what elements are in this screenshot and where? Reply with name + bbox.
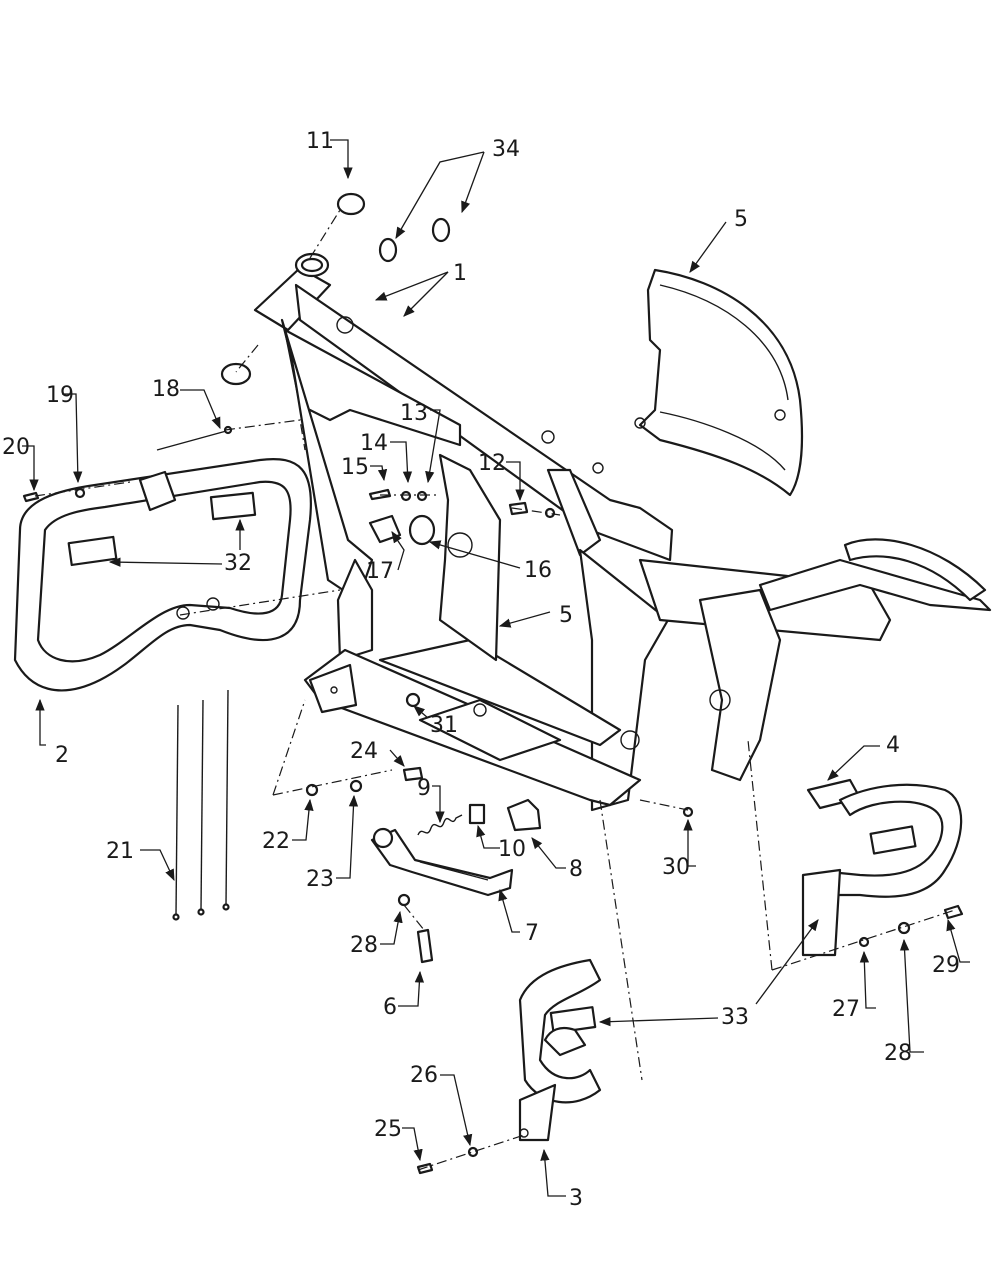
spring <box>417 814 463 836</box>
jiffy-stand <box>370 827 514 897</box>
bearing-race-lower <box>220 362 252 386</box>
callout-5-upper: 5 <box>734 207 748 232</box>
callout-25: 25 <box>374 1117 402 1142</box>
stand-bracket <box>506 798 542 832</box>
callout-18: 18 <box>152 377 180 402</box>
callout-17: 17 <box>366 559 394 584</box>
callout-20: 20 <box>2 435 30 460</box>
callout-6: 6 <box>383 995 397 1020</box>
callout-32: 32 <box>224 551 252 576</box>
callout-14: 14 <box>360 431 388 456</box>
hardware <box>22 192 964 1175</box>
callout-29: 29 <box>932 953 960 978</box>
callout-21: 21 <box>106 839 134 864</box>
leaders <box>22 139 970 1197</box>
callout-1: 1 <box>453 261 467 286</box>
nut-28 <box>397 893 411 907</box>
bolt-20 <box>22 491 40 503</box>
crash-bar-rear-left <box>518 958 602 1142</box>
main-frame <box>253 252 992 812</box>
callout-8: 8 <box>569 857 583 882</box>
rubber-31 <box>405 692 421 708</box>
rod-18 <box>156 429 231 451</box>
bearing-race-upper <box>336 192 366 216</box>
grommet-16 <box>408 514 436 546</box>
crash-bar-right <box>801 778 963 957</box>
grommet-34a <box>378 237 398 263</box>
callout-10: 10 <box>498 837 526 862</box>
callout-3: 3 <box>569 1186 583 1211</box>
callout-23: 23 <box>306 867 334 892</box>
callout-12: 12 <box>478 451 506 476</box>
grommet-34b <box>431 217 451 243</box>
callout-22: 22 <box>262 829 290 854</box>
callout-13: 13 <box>400 401 428 426</box>
callout-labels: 11 34 1 5 18 19 20 13 14 15 12 16 17 5 3… <box>2 129 960 1211</box>
washer-27 <box>858 936 870 948</box>
callout-30: 30 <box>662 855 690 880</box>
crash-bar-front-left <box>13 458 312 692</box>
washer-26 <box>467 1146 479 1158</box>
bolt-24 <box>402 766 424 782</box>
side-cover-right <box>634 268 804 497</box>
callout-4: 4 <box>886 733 900 758</box>
callout-16: 16 <box>524 558 552 583</box>
centerlines <box>34 209 956 1171</box>
callout-19: 19 <box>46 383 74 408</box>
cable-ties <box>172 689 230 921</box>
callout-26: 26 <box>410 1063 438 1088</box>
callout-15: 15 <box>341 455 369 480</box>
callout-28-right: 28 <box>884 1041 912 1066</box>
side-cover-center <box>438 453 502 662</box>
washer-14 <box>400 490 412 502</box>
washer-23 <box>349 779 363 793</box>
bolt-25 <box>416 1162 434 1175</box>
callout-2: 2 <box>55 743 69 768</box>
washer-22 <box>305 783 319 797</box>
callout-9: 9 <box>417 776 431 801</box>
bolt-29 <box>943 904 964 920</box>
callout-28-left: 28 <box>350 933 378 958</box>
callout-27: 27 <box>832 997 860 1022</box>
stop-block <box>468 803 486 825</box>
callout-7: 7 <box>525 921 539 946</box>
callout-34: 34 <box>492 137 520 162</box>
bolt-6 <box>416 928 434 964</box>
callout-33: 33 <box>721 1005 749 1030</box>
callout-31: 31 <box>430 713 458 738</box>
callout-11: 11 <box>306 129 334 154</box>
callout-5-center: 5 <box>559 603 573 628</box>
callout-24: 24 <box>350 739 378 764</box>
